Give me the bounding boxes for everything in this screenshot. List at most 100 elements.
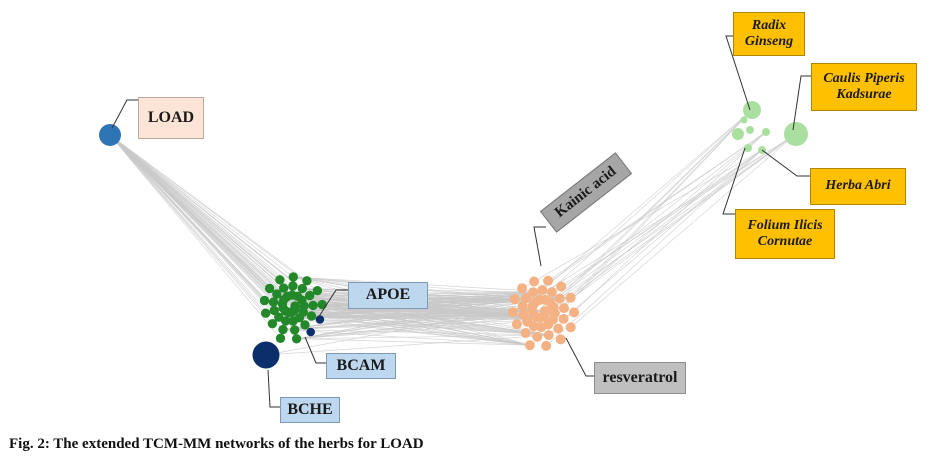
compound-node [559,303,569,314]
leader-folium [722,147,746,215]
network-edges [109,109,797,356]
herb-node [732,128,744,140]
target-node [269,305,279,316]
target-node [281,316,291,326]
network-edge [570,133,797,328]
network-edge [109,134,266,314]
resveratrol-label: resveratrol [594,362,686,394]
target-node [312,286,323,296]
compound-node [532,331,543,342]
compound-node [536,322,547,333]
compound-node [565,322,576,333]
bche-node [252,341,280,369]
radix-ginseng-line-1: Radix [751,17,787,33]
network-edge [109,134,265,301]
target-node [279,283,289,293]
compound-node [553,323,564,334]
target-node [288,281,298,291]
network-edge [302,288,549,336]
target-node [275,275,285,285]
network-edge [533,133,797,327]
network-edge [282,319,553,330]
target-node [259,295,270,306]
herb-node [762,128,770,136]
load-node [99,124,121,146]
leader-caulis [792,75,811,131]
folium-line-1: Folium Ilicis [747,217,823,233]
compound-node [537,285,548,295]
network-edge [538,149,763,318]
leader-resveratrol [565,337,594,377]
network-edge [265,302,551,356]
network-edge [559,133,797,299]
network-edge [570,109,753,299]
network-edge [296,319,553,340]
caulis-line-1: Caulis Piperis [823,70,905,86]
network-edge [265,334,549,356]
network-edge [109,134,311,333]
compound-node [558,313,569,324]
load-label: LOAD [138,97,204,139]
target-node [297,283,307,294]
target-node [302,276,312,286]
network-edge [296,334,549,340]
leader-bche [267,369,280,408]
compound-node [521,293,532,304]
network-edge [542,109,753,291]
network-edge [539,133,797,301]
compound-node [555,334,566,345]
network-edge [554,131,767,314]
leader-herba [761,149,810,177]
target-node [274,312,284,322]
network-edge [282,298,515,330]
compound-node [509,294,520,305]
network-edge [109,134,304,313]
network-edge [109,134,281,339]
caulis-line-2: Kadsurae [836,87,892,102]
target-node [288,272,298,282]
network-edge [547,109,753,325]
compound-node [569,307,580,318]
network-nodes [99,101,808,369]
network-edge [109,134,270,289]
compound-node [565,292,576,303]
target-node [290,325,300,335]
target-node [261,308,271,318]
network-edge [109,134,281,281]
target-node [267,319,278,329]
target-node [300,320,310,330]
leader-apoe [317,289,348,319]
bcam-label: BCAM [326,353,396,379]
herba-abri-label: Herba Abri [810,168,906,205]
compound-node [524,340,535,351]
compound-node [554,293,565,304]
figure-caption: Fig. 2: The extended TCM-MM networks of … [9,436,424,452]
herb-node [740,116,748,124]
network-edge [532,109,753,307]
network-edge [109,134,284,330]
compound-node [541,340,552,351]
compound-node [546,287,557,298]
network-edge [296,298,515,340]
leader-bcam [304,336,326,364]
network-edge [296,338,530,346]
network-edge [533,131,767,315]
target-node [306,327,316,337]
target-node [291,334,302,344]
target-node [264,283,275,294]
network-edge [282,314,524,330]
leader-radix [725,35,751,111]
compound-node [543,275,554,286]
leader-kainic [533,226,546,267]
network-edge [322,304,549,336]
bche-label: BCHE [280,397,340,423]
herb-node [784,122,808,146]
network-edge [109,134,297,340]
network-edge [282,316,536,330]
target-node [315,315,325,324]
target-node [275,333,286,343]
network-edge [547,131,767,282]
